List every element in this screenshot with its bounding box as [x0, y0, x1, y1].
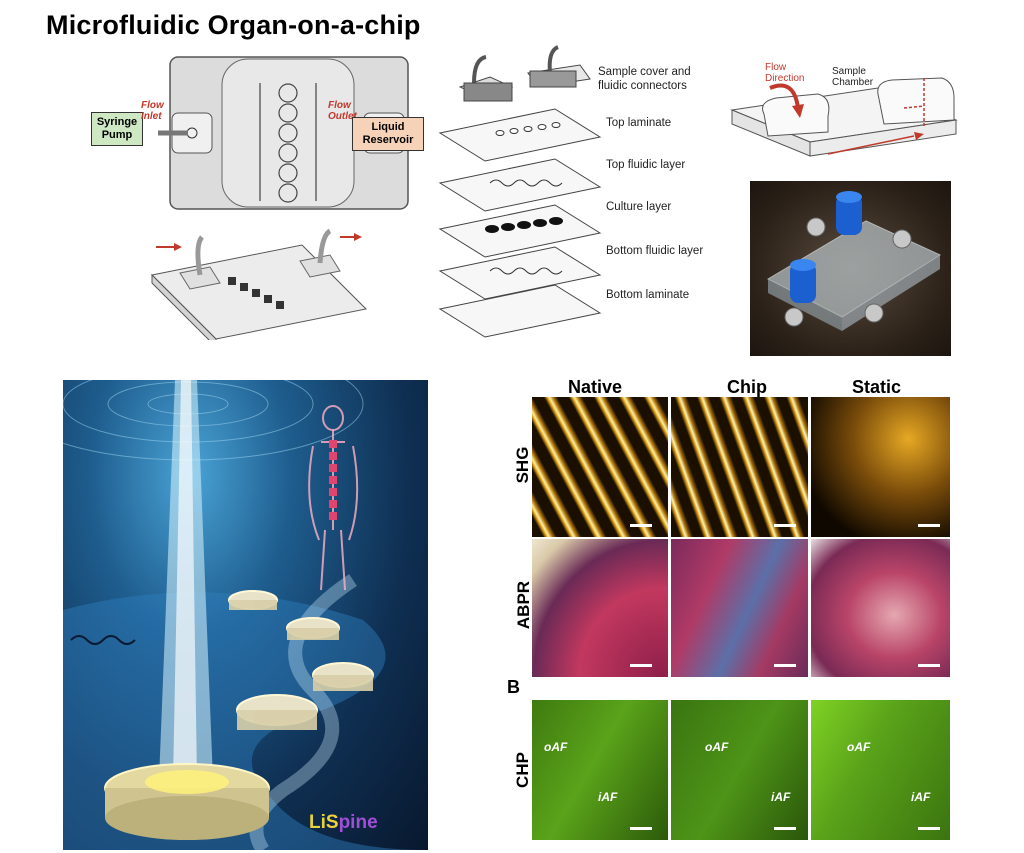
- column-header-chip: Chip: [727, 377, 767, 397]
- row-label-shg: SHG: [513, 446, 532, 484]
- syringe-pump-box: Syringe Pump: [91, 112, 143, 146]
- shg-chip-image: [671, 397, 808, 537]
- exploded-layer-diagram: [430, 45, 605, 350]
- layer-label-culture: Culture layer: [606, 201, 672, 213]
- chp-native-oaf-label: oAF: [544, 740, 568, 754]
- liquid-reservoir-box: Liquid Reservoir: [352, 117, 424, 151]
- abpr-static-image: [811, 539, 950, 677]
- chip-top-view-svg: [158, 56, 420, 210]
- artwork-svg: [63, 380, 428, 850]
- chp-native-iaf-label: iAF: [598, 790, 618, 804]
- liquid-reservoir-label: Liquid Reservoir: [362, 121, 414, 146]
- layer-label-bottom-laminate: Bottom laminate: [606, 289, 690, 301]
- chp-static-iaf-label: iAF: [911, 790, 931, 804]
- column-header-native: Native: [568, 377, 623, 397]
- sample-chamber-label: Sample Chamber: [832, 66, 874, 88]
- chip-perspective-diagram: [140, 225, 375, 349]
- shg-native-image: [532, 397, 668, 537]
- layer-label-bottom-fluidic: Bottom fluidic layer: [606, 245, 704, 257]
- chp-native-image: oAF iAF: [532, 700, 668, 840]
- row-label-chp: CHP: [513, 752, 532, 788]
- shg-static-image: [811, 397, 950, 537]
- chp-static-oaf-label: oAF: [847, 740, 871, 754]
- lispine-logo: LiSpine: [309, 812, 378, 833]
- panel-b-label: B: [507, 677, 520, 697]
- flow-outlet-label: Flow Outlet: [328, 100, 357, 122]
- chp-chip-iaf-label: iAF: [771, 790, 791, 804]
- chip-perspective-svg: [150, 228, 368, 349]
- syringe-pump-label: Syringe Pump: [96, 116, 138, 141]
- column-header-static: Static: [852, 377, 902, 397]
- row-label-abpr: ABPR: [514, 580, 533, 630]
- layer-label-sample-cover: Sample cover and fluidic connectors: [598, 66, 691, 92]
- chp-static-image: oAF iAF: [811, 700, 950, 840]
- chip-photo-svg: [766, 191, 942, 331]
- flow-chamber-diagram: [728, 58, 958, 173]
- flow-chamber-svg: [730, 77, 958, 157]
- chp-chip-oaf-label: oAF: [705, 740, 729, 754]
- layer-label-top-fluidic: Top fluidic layer: [606, 159, 686, 171]
- page-title: Microfluidic Organ-on-a-chip: [46, 10, 421, 40]
- chip-top-view-diagram: [80, 55, 440, 215]
- exploded-layer-svg: [438, 45, 602, 338]
- chip-photo: [750, 181, 951, 356]
- layer-label-top-laminate: Top laminate: [606, 117, 672, 129]
- flow-inlet-label: Flow Inlet: [141, 100, 164, 122]
- organ-on-chip-artwork: LiSpine: [63, 380, 428, 850]
- flow-direction-label: Flow Direction: [765, 62, 805, 84]
- chp-chip-image: oAF iAF: [671, 700, 808, 840]
- abpr-chip-image: [671, 539, 808, 677]
- abpr-native-image: [532, 539, 668, 677]
